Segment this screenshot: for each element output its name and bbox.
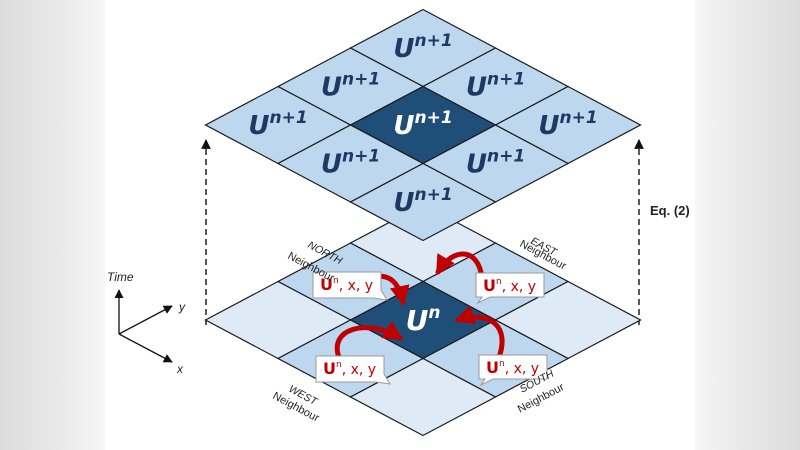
upper-cell-label: Un+1 <box>538 108 597 141</box>
upper-cell-label-base: U <box>321 73 342 103</box>
message-text-rest: , x, y <box>342 362 376 378</box>
y-axis <box>118 305 173 335</box>
message-text-base: U <box>320 275 333 294</box>
lower-center-label-sup: n <box>428 303 440 323</box>
upper-cell: Un+1 <box>349 162 497 242</box>
message-bubble-west: Un, x, y <box>315 355 391 385</box>
message-text-sup: n <box>496 277 502 287</box>
x-axis-label: x <box>176 362 184 376</box>
upper-cell-label-base: U <box>321 150 342 180</box>
upper-cell-label: Un+1 <box>393 31 452 64</box>
message-text: Un, x, y <box>323 359 376 378</box>
x-axis <box>118 333 173 363</box>
upper-cell-face <box>349 162 497 242</box>
message-text: Un, x, y <box>483 276 536 295</box>
message-bubble-east: Un, x, y <box>475 272 545 305</box>
upper-cell-label-base: U <box>393 188 414 218</box>
upper-cell-label-sup: n+1 <box>487 70 525 90</box>
axes-indicator: Time y x <box>107 270 186 376</box>
lower-center-label-base: U <box>406 304 429 337</box>
message-text: Un, x, y <box>486 358 539 377</box>
upper-cell-label-sup: n+1 <box>342 147 380 167</box>
message-text-rest: , x, y <box>505 361 539 377</box>
neighbour-arrows <box>335 251 505 363</box>
upper-cell-label: Un+1 <box>393 185 452 218</box>
message-bubble-south: Un, x, y <box>478 354 548 387</box>
right-background-blur <box>695 0 800 450</box>
upper-grid: Un+1Un+1Un+1Un+1Un+1Un+1Un+1Un+1Un+1 <box>204 8 642 242</box>
upper-cell-label-sup: n+1 <box>414 31 452 51</box>
message-text-base: U <box>323 359 336 378</box>
dashed-connectors <box>201 139 644 325</box>
upper-cell-label: Un+1 <box>466 70 525 103</box>
message-bubble-shape <box>315 355 391 385</box>
upper-cell-label-base: U <box>466 150 487 180</box>
message-bubble-shape <box>475 272 545 305</box>
lower-center-label: Un <box>406 303 441 337</box>
upper-cell-label-base: U <box>393 111 414 141</box>
y-axis-label: y <box>178 300 186 314</box>
upper-cell-label-sup: n+1 <box>414 108 452 128</box>
message-text-base: U <box>483 276 496 295</box>
message-text-sup: n <box>333 276 339 286</box>
message-bubble-shape <box>478 354 548 387</box>
upper-cell-label: Un+1 <box>393 108 452 141</box>
arrow-south <box>454 305 505 363</box>
time-axis-label: Time <box>107 270 134 284</box>
message-text-rest: , x, y <box>502 279 536 295</box>
arrow-east <box>435 251 485 281</box>
upper-cell-label-base: U <box>393 34 414 64</box>
upper-cell-label-sup: n+1 <box>414 185 452 205</box>
left-background-blur <box>0 0 105 450</box>
upper-cell-label: Un+1 <box>321 147 380 180</box>
upper-cell-label: Un+1 <box>466 147 525 180</box>
message-text: Un, x, y <box>320 275 373 294</box>
upper-cell-label-base: U <box>538 111 559 141</box>
message-text-base: U <box>486 358 499 377</box>
upper-cell-label-sup: n+1 <box>342 70 380 90</box>
upper-cell-label-sup: n+1 <box>487 147 525 167</box>
equation-label: Eq. (2) <box>650 203 690 218</box>
message-bubble-north: Un, x, y <box>312 271 388 301</box>
arrow-west <box>335 321 404 363</box>
message-bubble-shape <box>312 271 388 301</box>
message-text-rest: , x, y <box>339 278 373 294</box>
upper-cell-label-sup: n+1 <box>559 108 597 128</box>
message-text-sup: n <box>336 360 342 370</box>
upper-cell-label-base: U <box>466 73 487 103</box>
upper-cell-label-sup: n+1 <box>269 108 307 128</box>
upper-cell-label: Un+1 <box>321 70 380 103</box>
upper-cell-label-base: U <box>248 111 269 141</box>
message-text-sup: n <box>499 359 505 369</box>
upper-cell-label: Un+1 <box>248 108 307 141</box>
